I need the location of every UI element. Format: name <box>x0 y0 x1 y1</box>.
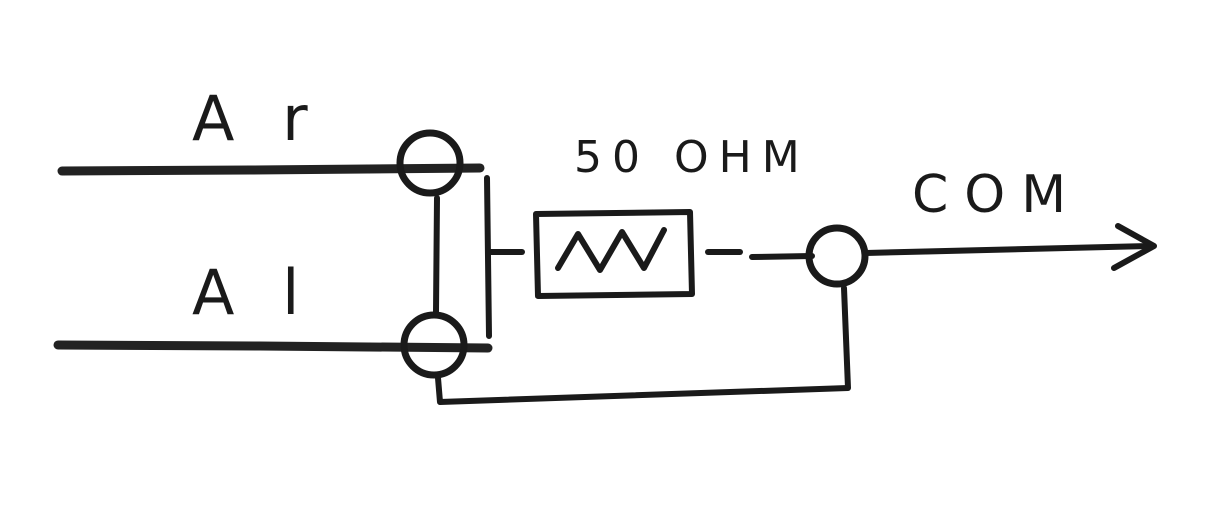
wire-input-top <box>57 163 485 176</box>
wire-bus-bar <box>484 175 492 339</box>
label-output: COM <box>912 165 1082 225</box>
arrow-head <box>1111 223 1157 271</box>
wire-resistor-to-output-2 <box>749 253 815 260</box>
label-input-top: A r <box>192 82 322 155</box>
node-top <box>396 129 464 197</box>
node-bottom <box>400 311 468 379</box>
resistor-box <box>533 209 695 299</box>
label-resistor: 50 OHM <box>574 132 810 183</box>
wire-output <box>863 243 1153 256</box>
wire-input-bottom <box>53 340 493 353</box>
wire-return <box>435 285 851 405</box>
node-output <box>805 224 869 288</box>
wire-node-link <box>433 195 440 315</box>
label-input-bottom: A l <box>192 256 313 329</box>
resistor-zigzag <box>555 227 667 273</box>
